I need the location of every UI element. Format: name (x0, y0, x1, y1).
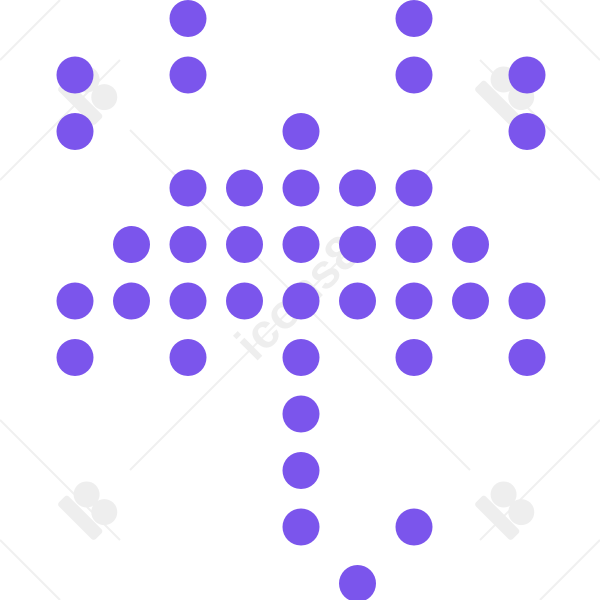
icon-dot (339, 282, 376, 320)
icon-dot (508, 339, 546, 376)
icon-dot (508, 282, 546, 320)
icon-dot (395, 56, 433, 94)
icon-dot (339, 169, 376, 207)
icon-dot (56, 56, 94, 94)
icon-dot (395, 508, 433, 546)
icon-dot (169, 169, 207, 207)
icon-dot (282, 452, 320, 489)
icon-dot (395, 339, 433, 376)
icon-dot (508, 56, 546, 94)
icon-dot (169, 339, 207, 376)
icon-dot (282, 226, 320, 263)
icon-dot (395, 282, 433, 320)
icon-dot (508, 113, 546, 150)
icon-dot (395, 169, 433, 207)
icon-dot (226, 169, 263, 207)
icon-dot (395, 0, 433, 37)
icon-dot (169, 282, 207, 320)
icon-dot (113, 226, 150, 263)
icon-dot (56, 339, 94, 376)
icon-dot (282, 508, 320, 546)
icon-dot (282, 282, 320, 320)
icon-dot (226, 282, 263, 320)
icon-dot (56, 113, 94, 150)
icon-dot (395, 226, 433, 263)
icon-dot (282, 169, 320, 207)
icon-dot (226, 226, 263, 263)
icon-dot (113, 282, 150, 320)
icon-dot (56, 282, 94, 320)
icon-dot (452, 226, 489, 263)
icon-dot (282, 395, 320, 433)
icon-dot (169, 56, 207, 94)
watermark-logo-bottom-right (475, 481, 535, 540)
icon-dot (282, 339, 320, 376)
icon-dot (282, 113, 320, 150)
watermark-logo-bottom-left (58, 481, 118, 540)
icon-dot (169, 226, 207, 263)
icon-dot (339, 565, 376, 600)
icon-dot (169, 0, 207, 37)
icon-dot (452, 282, 489, 320)
icon-dot (339, 226, 376, 263)
virus-dots-icon (56, 0, 546, 600)
